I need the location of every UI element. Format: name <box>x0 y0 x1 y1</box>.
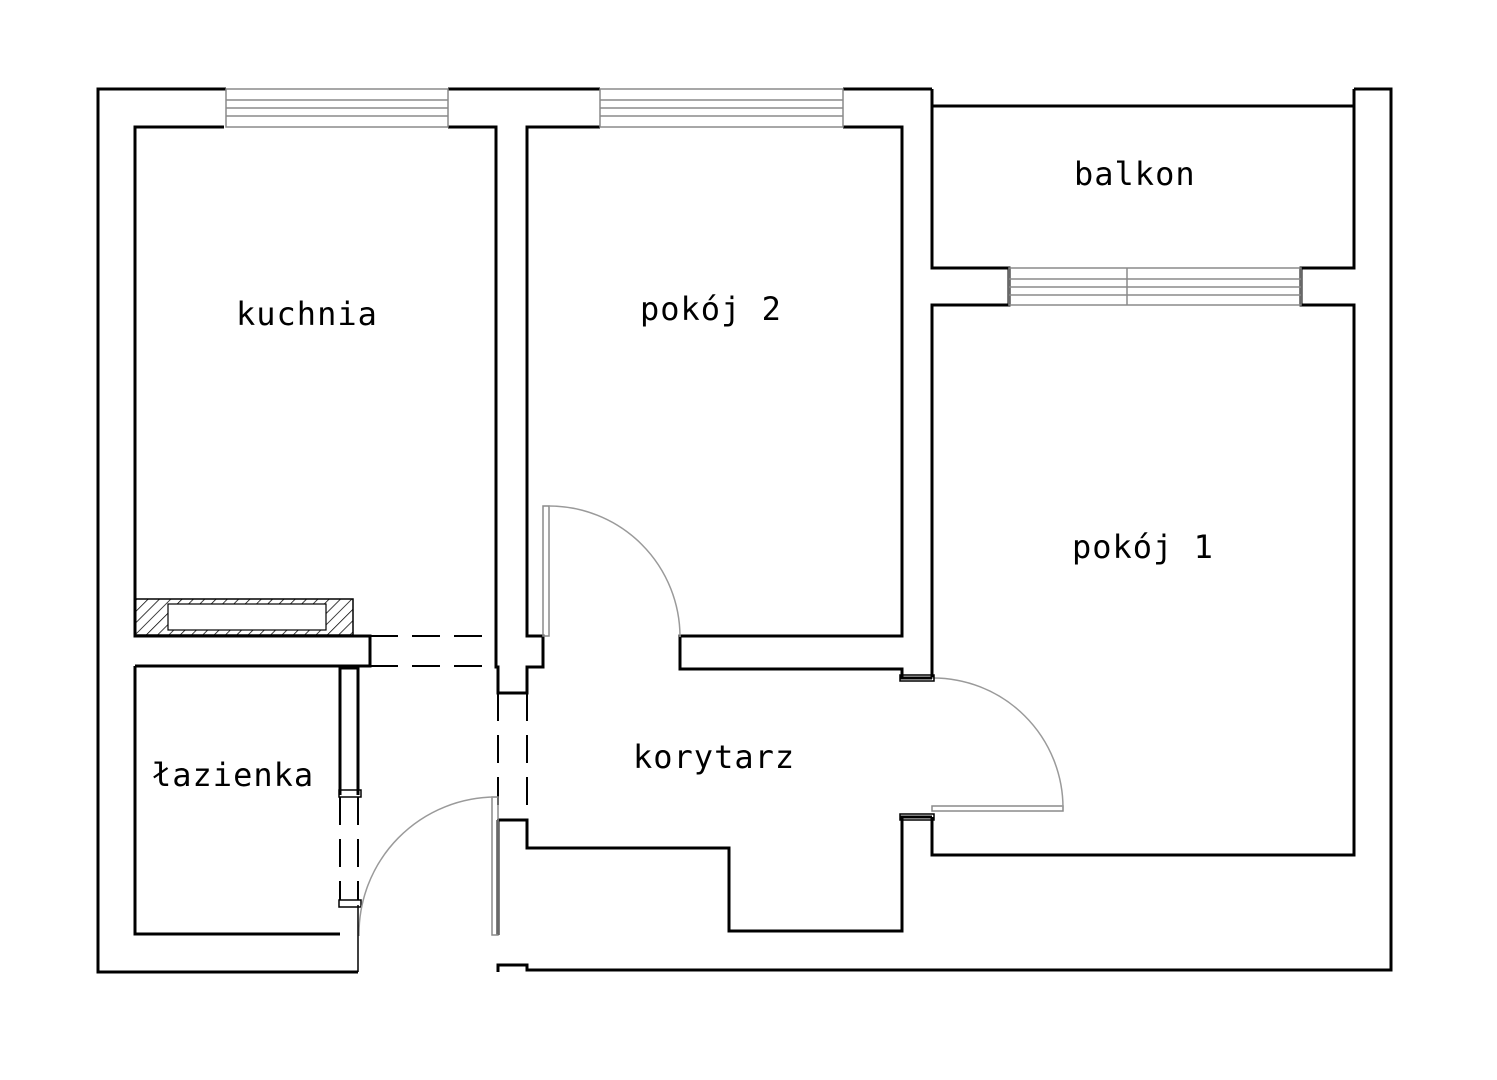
room-label-room2: pokój 2 <box>640 290 782 328</box>
doors <box>357 505 1064 972</box>
room-label-bathroom: łazienka <box>152 756 314 794</box>
room-label-kitchen: kuchnia <box>236 295 378 333</box>
interior-walls <box>133 89 1356 936</box>
windows <box>225 88 1302 306</box>
room-label-balcony: balkon <box>1074 155 1196 193</box>
room-label-room1: pokój 1 <box>1072 528 1214 566</box>
room-label-hallway: korytarz <box>633 738 795 776</box>
outer-walls <box>96 87 1393 974</box>
kitchen-counter <box>134 598 354 636</box>
